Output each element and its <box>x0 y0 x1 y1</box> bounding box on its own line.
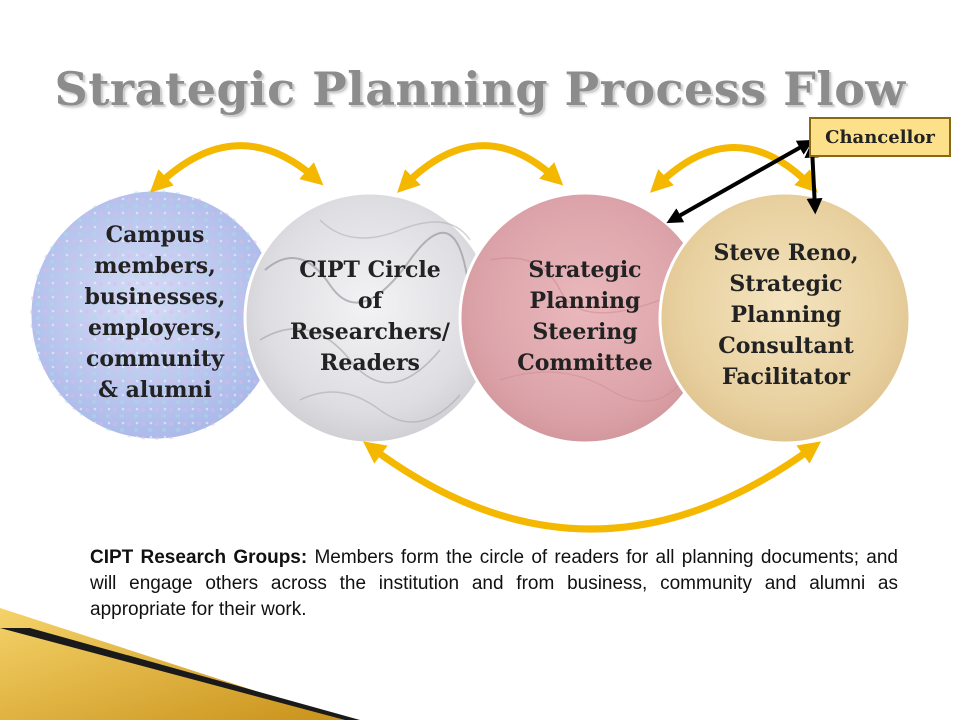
page-title: Strategic Planning Process Flow <box>54 62 906 116</box>
arrow-top-1 <box>149 142 324 193</box>
circle-label-campus: Campus members, businesses, employers, c… <box>84 222 226 403</box>
chancellor-label: Chancellor <box>825 126 935 148</box>
note-lead: CIPT Research Groups: <box>90 547 308 568</box>
circle-label-cipt: CIPT Circle of Researchers/ Readers <box>290 257 450 376</box>
note-body: Members form the circle of readers for a… <box>90 547 898 620</box>
circle-label-steering: Strategic Planning Steering Committee <box>517 257 653 376</box>
arrow-chancellor-to-committee <box>666 139 814 224</box>
circle-label-consultant: Steve Reno, Strategic Planning Consultan… <box>713 240 859 390</box>
research-groups-note: CIPT Research Groups: Members form the c… <box>90 545 898 623</box>
arrow-bottom <box>363 441 822 533</box>
circle-cipt-readers <box>243 191 497 445</box>
arrow-chancellor-to-consultant <box>804 141 823 215</box>
chancellor-box: Chancellor <box>809 117 951 157</box>
arrow-top-2 <box>397 142 564 193</box>
